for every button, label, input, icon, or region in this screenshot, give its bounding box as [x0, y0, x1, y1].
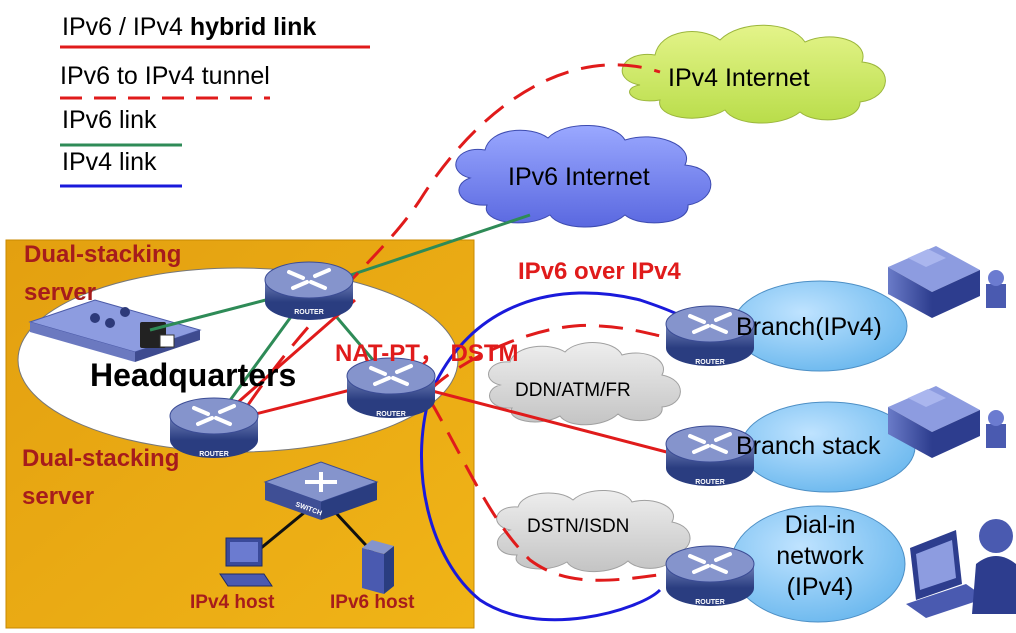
dual-stack-server-top-label: Dual-stacking server: [24, 241, 182, 306]
ddn-label: DDN/ATM/FR: [515, 380, 631, 401]
branch-stack-label: Branch stack: [736, 432, 881, 460]
dial-in-network-label: Dial-in network (IPv4): [776, 511, 864, 601]
dstn-cloud: [496, 489, 691, 573]
ddn-cloud: [488, 342, 681, 426]
legend-tunnel-label: IPv6 to IPv4 tunnel: [60, 62, 270, 90]
dial-in-user-icon: [906, 519, 1016, 618]
dual-stack-server-top: [28, 299, 202, 362]
legend: [60, 45, 370, 188]
legend-hybrid-prefix: IPv6 / IPv4: [62, 13, 190, 41]
ipv6-internet-cloud: [455, 125, 712, 228]
router-hq-left: ROUTER: [169, 397, 259, 458]
router-caption: ROUTER: [695, 359, 725, 366]
router-branch-ipv4: ROUTER: [665, 305, 755, 366]
dual-stack-server-bottom-label: Dual-stacking server: [22, 445, 180, 510]
ipv4-internet-label: IPv4 Internet: [668, 64, 810, 92]
ipv6-internet-label: IPv6 Internet: [508, 163, 650, 191]
legend-hybrid-bold: hybrid link: [189, 13, 317, 41]
ipv6-over-ipv4-label: IPv6 over IPv4: [518, 258, 681, 285]
router-caption: ROUTER: [376, 411, 406, 418]
router-caption: ROUTER: [695, 479, 725, 486]
branch-ipv4-building-icon: [888, 246, 1006, 318]
router-caption: ROUTER: [695, 599, 725, 606]
router-caption: ROUTER: [294, 309, 324, 316]
legend-ipv4-label: IPv4 link: [62, 148, 157, 176]
branch-stack-building-icon: [888, 386, 1006, 458]
legend-ipv6-label: IPv6 link: [62, 106, 157, 134]
headquarters-title: Headquarters: [90, 357, 297, 393]
router-caption: ROUTER: [199, 451, 229, 458]
branch-ipv4-label: Branch(IPv4): [736, 313, 882, 341]
legend-hybrid-label: IPv6 / IPv4 hybrid link: [62, 13, 316, 42]
tunnel-links: [246, 63, 691, 582]
ipv4-host-label: IPv4 host: [190, 592, 275, 613]
router-dial-in: ROUTER: [665, 545, 755, 606]
dstn-label: DSTN/ISDN: [527, 516, 630, 537]
ipv4-host-icon: [219, 537, 273, 587]
ipv6-host-label: IPv6 host: [330, 592, 415, 613]
router-branch-stack: ROUTER: [665, 425, 755, 486]
ipv6-host-icon: [362, 540, 394, 594]
router-hq-top: ROUTER: [264, 261, 354, 320]
ipv4-internet-cloud: [621, 24, 886, 124]
router-hq-center: ROUTER: [346, 357, 436, 418]
nat-pt-dstm-label: NAT-PT， DSTM: [335, 340, 519, 367]
